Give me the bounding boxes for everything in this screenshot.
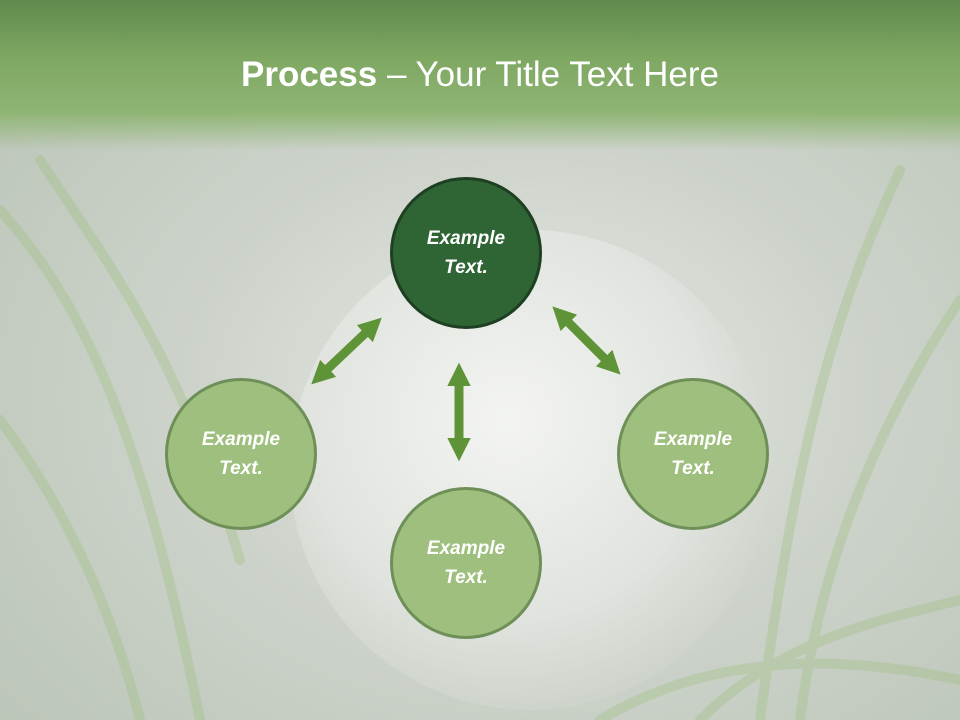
node-bottom-label: Example Text.	[426, 538, 506, 588]
node-right: Example Text.	[617, 378, 769, 530]
node-bottom: Example Text.	[390, 487, 542, 639]
title-rest: – Your Title Text Here	[377, 55, 719, 94]
header-band	[0, 0, 960, 150]
node-top-label: Example Text.	[426, 228, 506, 278]
arrow-top-right	[552, 306, 621, 375]
title-bold: Process	[241, 55, 378, 94]
node-right-label: Example Text.	[653, 429, 733, 479]
node-top: Example Text.	[390, 177, 542, 329]
node-left: Example Text.	[165, 378, 317, 530]
node-left-label: Example Text.	[201, 429, 281, 479]
arrow-top-left	[311, 317, 382, 385]
slide-title: Process – Your Title Text Here	[0, 52, 960, 98]
